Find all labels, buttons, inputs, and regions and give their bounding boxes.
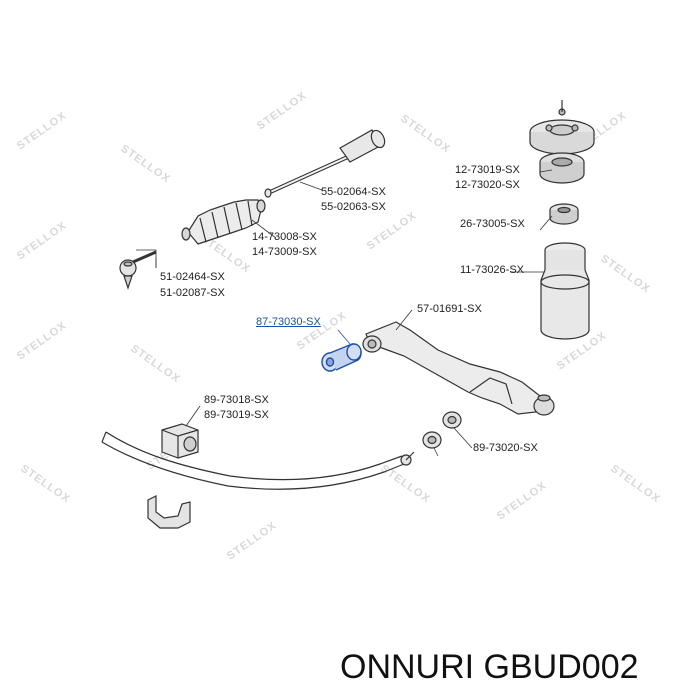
- watermark-text: STELLOX: [15, 110, 69, 153]
- part-label-14-73008[interactable]: 14-73008-SX: [252, 231, 317, 243]
- part-label-11-73026[interactable]: 11-73026-SX: [460, 264, 525, 276]
- watermark-text: STELLOX: [598, 253, 652, 296]
- part-label-26-73005[interactable]: 26-73005-SX: [460, 218, 525, 230]
- part-label-57-01691[interactable]: 57-01691-SX: [417, 303, 482, 315]
- strut-dust-boot: [540, 242, 590, 340]
- part-label-51-02464[interactable]: 51-02464-SX: [160, 271, 225, 283]
- watermark-text: STELLOX: [15, 320, 69, 363]
- tie-rod-end: [119, 250, 157, 290]
- part-label-87-73030-highlighted[interactable]: 87-73030-SX: [256, 316, 321, 328]
- watermark-text: STELLOX: [255, 90, 309, 133]
- control-arm-bushing: [321, 343, 362, 372]
- part-label-55-02064[interactable]: 55-02064-SX: [321, 186, 386, 198]
- watermark-text: STELLOX: [608, 463, 662, 506]
- part-label-89-73020[interactable]: 89-73020-SX: [473, 442, 538, 454]
- footer-brand-part-number: ONNURI GBUD002: [340, 648, 639, 686]
- watermark-text: STELLOX: [398, 113, 452, 156]
- watermark-text: STELLOX: [365, 210, 419, 253]
- watermark-text: STELLOX: [378, 463, 432, 506]
- stabilizer-bushing: [161, 423, 199, 459]
- part-label-89-73019[interactable]: 89-73019-SX: [204, 409, 269, 421]
- part-label-51-02087[interactable]: 51-02087-SX: [160, 287, 225, 299]
- watermark-text: STELLOX: [118, 143, 172, 186]
- watermark-text: STELLOX: [225, 520, 279, 563]
- part-label-12-73020[interactable]: 12-73020-SX: [455, 179, 520, 191]
- part-label-14-73009[interactable]: 14-73009-SX: [252, 246, 317, 258]
- stabilizer-bar: [101, 431, 415, 490]
- watermark-text: STELLOX: [128, 343, 182, 386]
- steering-rack-boot: [181, 199, 266, 245]
- stabilizer-bracket: [147, 495, 191, 529]
- inner-tie-rod: [264, 129, 386, 198]
- watermark-text: STELLOX: [18, 463, 72, 506]
- lower-control-arm: [362, 321, 555, 416]
- strut-top-mount: [529, 100, 595, 184]
- watermark-text: STELLOX: [495, 480, 549, 523]
- watermark-text: STELLOX: [15, 220, 69, 263]
- leader-lines: [136, 169, 553, 457]
- part-label-12-73019[interactable]: 12-73019-SX: [455, 164, 520, 176]
- part-label-89-73018[interactable]: 89-73018-SX: [204, 394, 269, 406]
- part-label-55-02063[interactable]: 55-02063-SX: [321, 201, 386, 213]
- stabilizer-link-bushings: [422, 411, 462, 449]
- bearing-washer: [549, 203, 579, 225]
